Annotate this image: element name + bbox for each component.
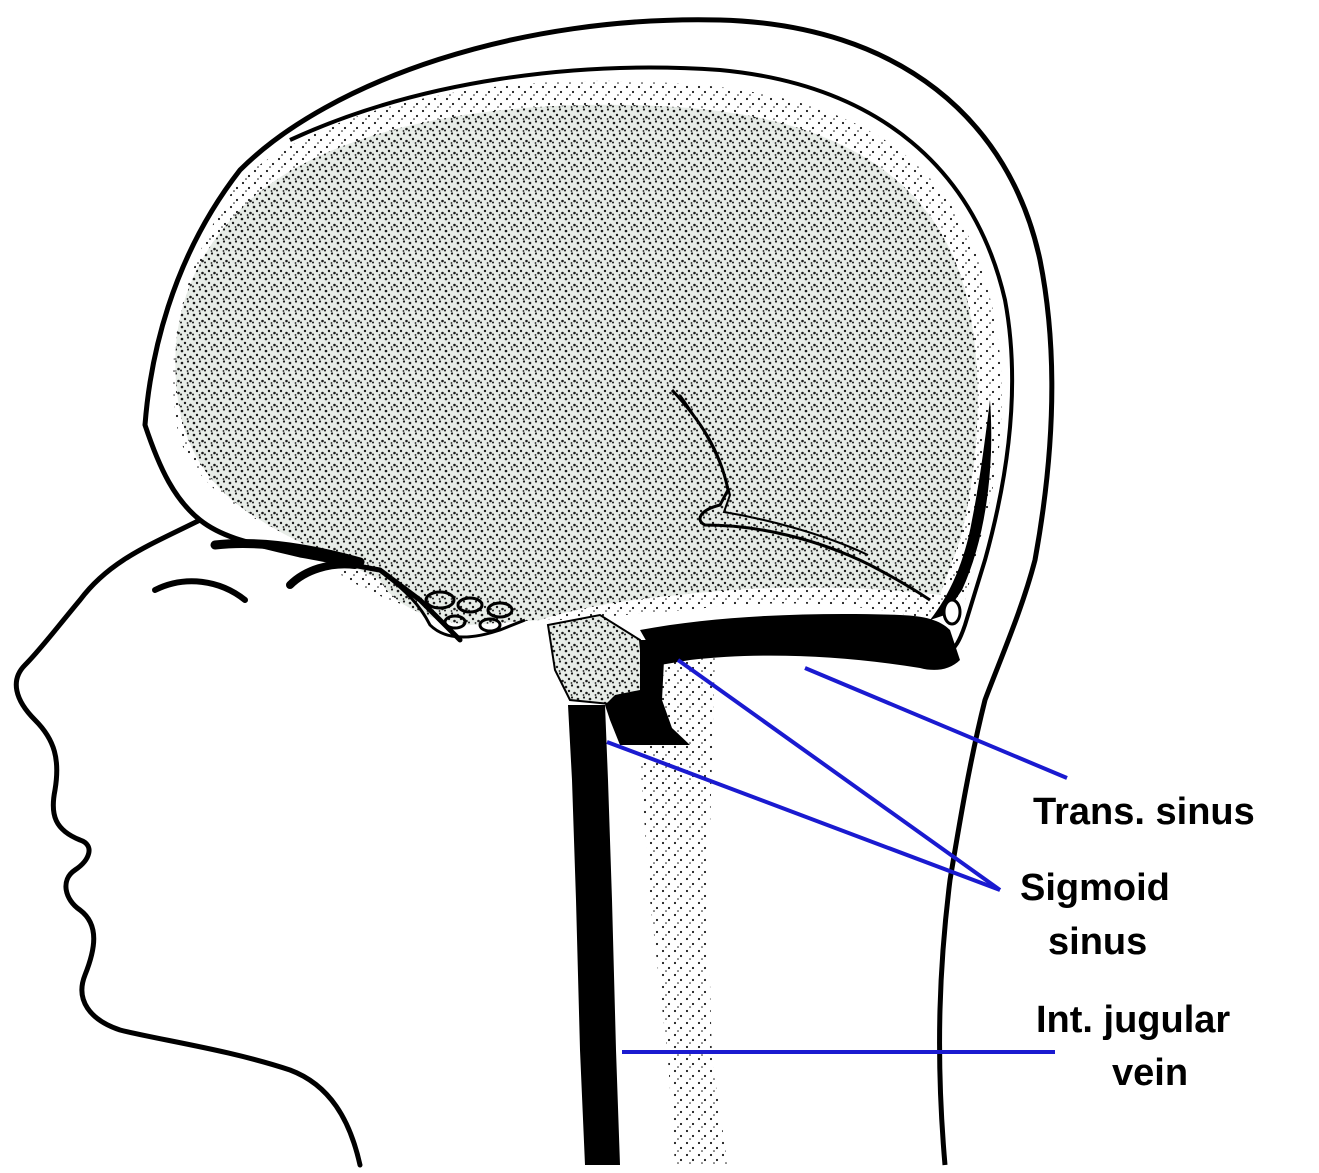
eye-mark xyxy=(155,581,245,600)
petrous-bone xyxy=(548,615,645,705)
label-trans-sinus: Trans. sinus xyxy=(1033,791,1255,833)
sigmoid-leader-1 xyxy=(678,660,1000,890)
trans-sinus-leader xyxy=(805,668,1067,778)
label-sigmoid-line1: Sigmoid xyxy=(1020,867,1170,909)
label-jugular-line1: Int. jugular xyxy=(1036,999,1230,1041)
internal-jugular-vein xyxy=(568,705,620,1165)
label-sigmoid-line2: sinus xyxy=(1048,921,1147,963)
confluence-detail xyxy=(944,600,960,624)
label-jugular-line2: vein xyxy=(1112,1052,1188,1094)
